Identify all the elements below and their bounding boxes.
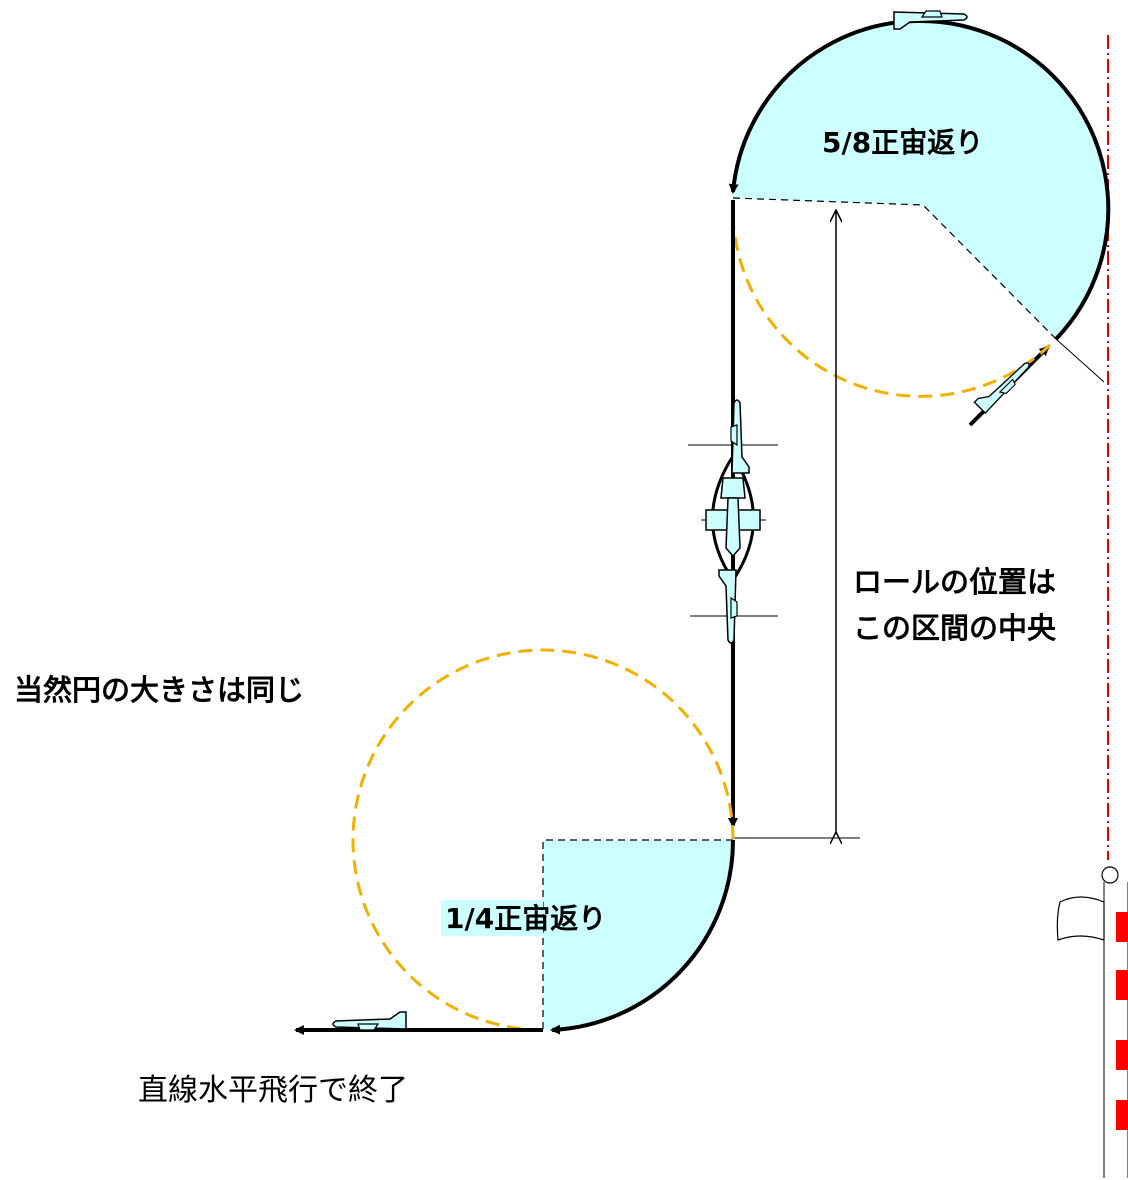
plane-icon (718, 569, 738, 644)
label-roll-line2: この区間の中央 (853, 611, 1057, 645)
loop-58-chord (732, 197, 1057, 340)
plane-top-view-icon (705, 477, 761, 558)
loop-14-corner (542, 839, 733, 1030)
label-loop-14: 1/4正宙返り (445, 902, 606, 935)
flag-pole (1056, 866, 1128, 1178)
loop-58-fill (733, 20, 1109, 339)
entry-guide-line (1055, 338, 1105, 383)
loop-14-fill (543, 840, 733, 1030)
label-loop-14-bg (441, 900, 543, 936)
plane-icon (730, 399, 750, 474)
label-circle-note: 当然円の大きさは同じ (14, 673, 304, 707)
loop-58-path (728, 19, 1111, 341)
label-finish: 直線水平飛行で終了 (138, 1073, 408, 1108)
loop-14-path (550, 839, 736, 1035)
loop-14-dashed-remainder (351, 648, 735, 1032)
label-loop-58: 5/8正宙返り (822, 126, 983, 159)
label-roll-line1: ロールの位置は (853, 565, 1056, 599)
plane-icon (332, 1011, 407, 1031)
